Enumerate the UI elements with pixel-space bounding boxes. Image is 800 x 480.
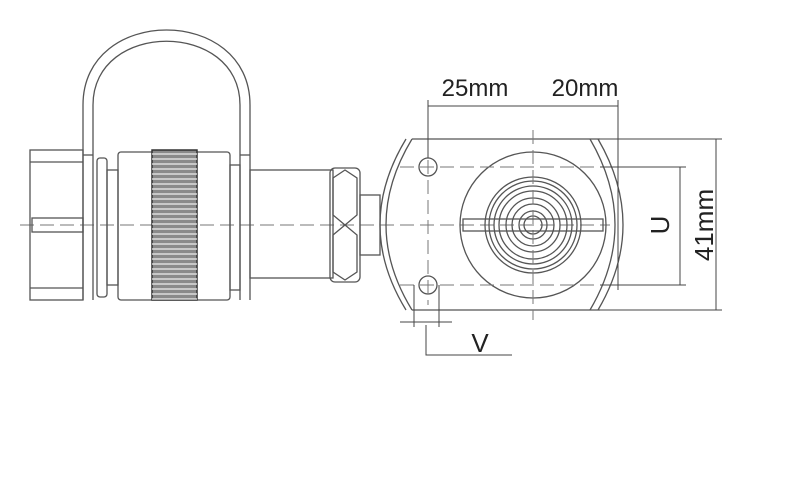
dim-20mm: 20mm (552, 75, 619, 102)
dim-v: V (471, 328, 489, 358)
tube (249, 169, 334, 279)
mounting-flange (379, 130, 624, 320)
dimension-lines (400, 100, 722, 356)
body-flange (229, 164, 241, 291)
dim-25mm: 25mm (442, 75, 509, 102)
bail-loop (82, 29, 251, 300)
dim-41mm: 41mm (689, 189, 719, 261)
o-ring (96, 157, 108, 298)
knurled-ring (151, 149, 198, 301)
dust-cap (29, 149, 84, 301)
dim-u: U (645, 216, 675, 235)
collar (106, 169, 119, 286)
hex-nut (329, 167, 361, 283)
